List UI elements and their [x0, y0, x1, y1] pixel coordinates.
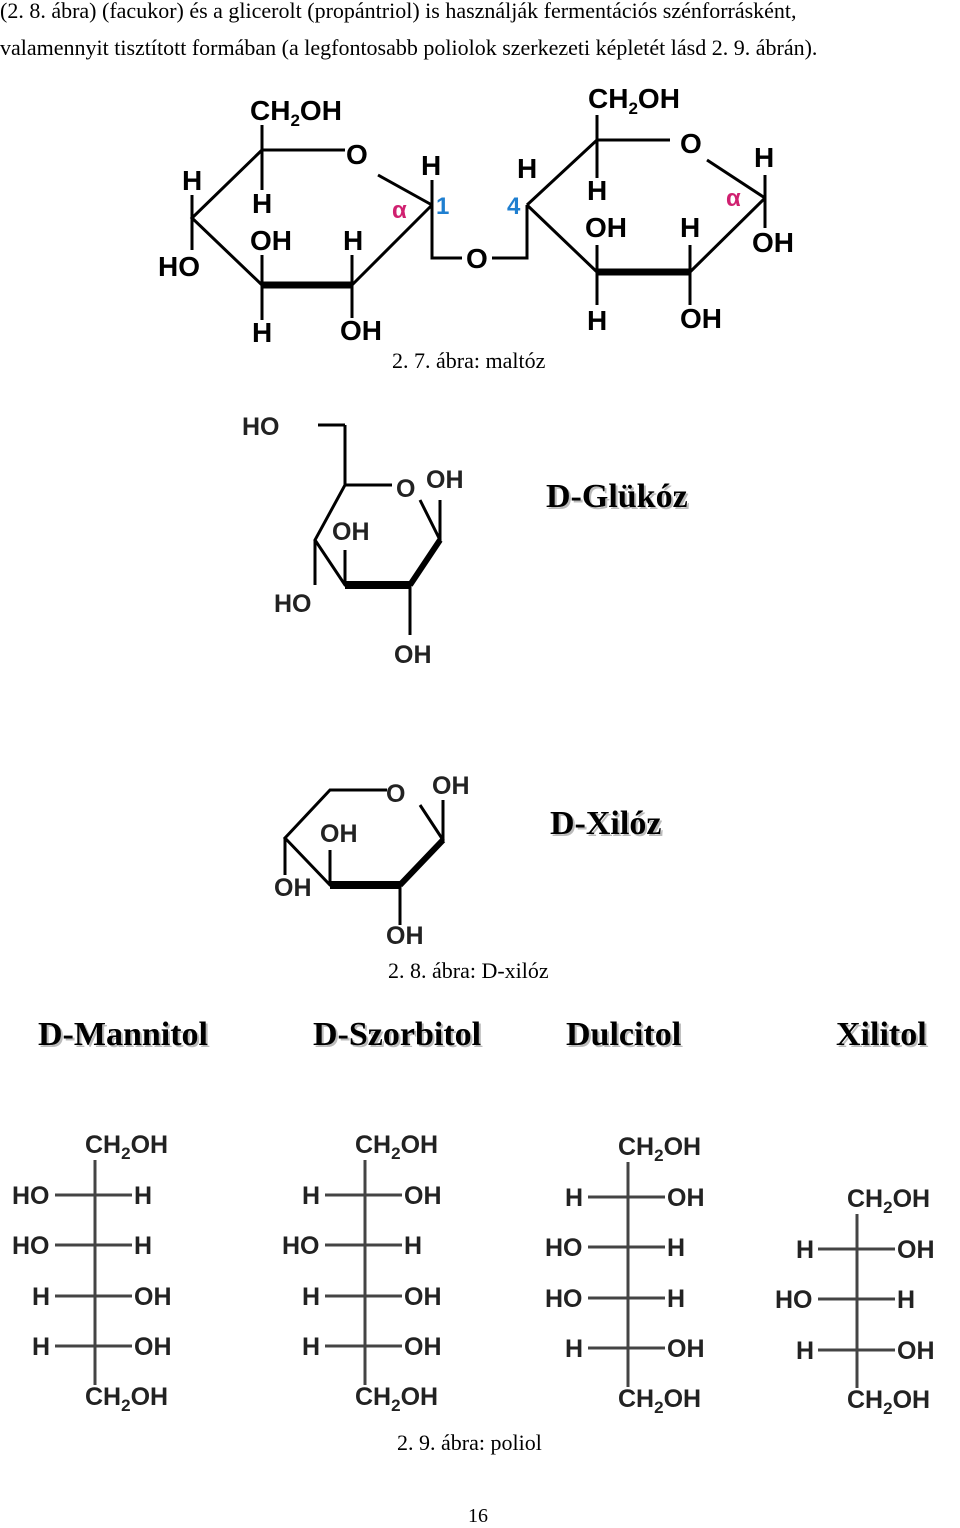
svg-text:OH: OH — [340, 315, 382, 346]
svg-text:H: H — [134, 1232, 152, 1260]
svg-text:O: O — [396, 475, 415, 503]
svg-text:H: H — [796, 1337, 814, 1365]
svg-text:H: H — [134, 1182, 152, 1210]
svg-text:HO: HO — [158, 251, 200, 282]
svg-text:OH: OH — [404, 1333, 442, 1361]
svg-text:H: H — [897, 1286, 915, 1314]
svg-text:OH: OH — [667, 1335, 705, 1363]
svg-text:O: O — [346, 139, 368, 170]
svg-text:1: 1 — [436, 193, 449, 220]
svg-text:H: H — [517, 153, 537, 184]
svg-text:CH2OH: CH2OH — [355, 1131, 438, 1163]
svg-text:H: H — [796, 1236, 814, 1264]
svg-text:HO: HO — [12, 1232, 50, 1260]
svg-text:H: H — [302, 1333, 320, 1361]
polyol-title-mannitol: D-Mannitol — [38, 1016, 208, 1053]
svg-text:O: O — [466, 243, 488, 274]
svg-text:CH2OH: CH2OH — [85, 1131, 168, 1163]
svg-text:OH: OH — [320, 820, 358, 848]
intro-line-1: (2. 8. ábra) (facukor) és a glicerolt (p… — [0, 0, 797, 23]
svg-text:HO: HO — [242, 413, 280, 441]
svg-text:H: H — [754, 142, 774, 173]
svg-text:H: H — [182, 165, 202, 196]
svg-text:4: 4 — [507, 193, 521, 220]
svg-text:OH: OH — [667, 1184, 705, 1212]
svg-text:OH: OH — [394, 641, 432, 669]
svg-text:H: H — [252, 188, 272, 219]
svg-text:H: H — [252, 317, 272, 348]
svg-text:OH: OH — [134, 1283, 172, 1311]
svg-text:CH2OH: CH2OH — [355, 1383, 438, 1415]
svg-text:HO: HO — [12, 1182, 50, 1210]
svg-text:CH2OH: CH2OH — [618, 1133, 701, 1165]
intro-line-2: valamennyit tisztított formában (a legfo… — [0, 35, 818, 60]
svg-text:OH: OH — [752, 227, 794, 258]
svg-text:OH: OH — [274, 874, 312, 902]
polyol-title-dulcitol: Dulcitol — [566, 1016, 682, 1053]
svg-text:H: H — [565, 1335, 583, 1363]
svg-text:O: O — [386, 780, 405, 808]
svg-text:H: H — [587, 175, 607, 206]
svg-text:CH2OH: CH2OH — [847, 1185, 930, 1217]
glucose-title: D-Glükóz — [546, 478, 688, 515]
svg-text:HO: HO — [545, 1285, 583, 1313]
svg-text:OH: OH — [404, 1283, 442, 1311]
svg-text:HO: HO — [282, 1232, 320, 1260]
svg-text:H: H — [680, 212, 700, 243]
svg-text:H: H — [667, 1234, 685, 1262]
svg-text:OH: OH — [332, 518, 370, 546]
svg-text:H: H — [667, 1285, 685, 1313]
svg-text:OH: OH — [897, 1236, 935, 1264]
page-number: 16 — [468, 1505, 488, 1527]
svg-text:OH: OH — [134, 1333, 172, 1361]
svg-text:O: O — [680, 128, 702, 159]
polyol-title-sorbitol: D-Szorbitol — [313, 1016, 482, 1053]
polyol-caption: 2. 9. ábra: poliol — [397, 1430, 542, 1455]
svg-text:OH: OH — [585, 212, 627, 243]
polyol-title-xylitol: Xilitol — [836, 1016, 927, 1053]
svg-text:HO: HO — [775, 1286, 813, 1314]
svg-text:H: H — [302, 1182, 320, 1210]
xylose-caption: 2. 8. ábra: D-xilóz — [388, 958, 549, 983]
svg-text:H: H — [587, 305, 607, 336]
svg-text:CH2OH: CH2OH — [85, 1383, 168, 1415]
svg-text:H: H — [302, 1283, 320, 1311]
svg-text:OH: OH — [432, 772, 470, 800]
svg-text:OH: OH — [426, 466, 464, 494]
svg-text:HO: HO — [274, 590, 312, 618]
svg-text:H: H — [565, 1184, 583, 1212]
svg-text:CH2OH: CH2OH — [847, 1386, 930, 1418]
svg-text:OH: OH — [386, 922, 424, 950]
svg-text:H: H — [32, 1333, 50, 1361]
maltose-caption: 2. 7. ábra: maltóz — [392, 348, 546, 373]
svg-text:H: H — [343, 225, 363, 256]
svg-text:H: H — [404, 1232, 422, 1260]
svg-text:CH2OH: CH2OH — [618, 1385, 701, 1417]
svg-text:OH: OH — [250, 225, 292, 256]
svg-text:CH2OH: CH2OH — [250, 95, 342, 130]
svg-text:HO: HO — [545, 1234, 583, 1262]
xylose-title: D-Xilóz — [550, 805, 662, 842]
svg-text:α: α — [726, 185, 741, 212]
svg-text:CH2OH: CH2OH — [588, 83, 680, 118]
svg-text:H: H — [32, 1283, 50, 1311]
svg-text:H: H — [421, 150, 441, 181]
svg-text:OH: OH — [404, 1182, 442, 1210]
svg-text:α: α — [392, 197, 407, 224]
svg-text:OH: OH — [897, 1337, 935, 1365]
svg-text:OH: OH — [680, 303, 722, 334]
